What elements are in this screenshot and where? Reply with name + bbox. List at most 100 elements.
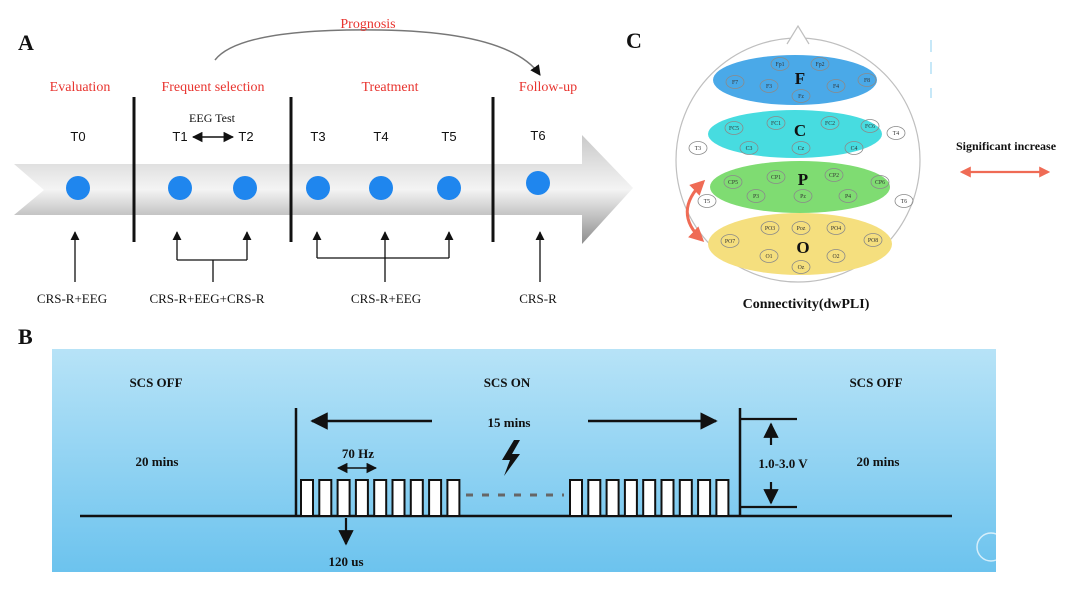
electrode-label: FC2 xyxy=(825,121,835,127)
stimulation-pulse xyxy=(715,479,730,517)
region-letter: O xyxy=(796,238,809,257)
electrode-marker xyxy=(720,234,740,248)
stimulation-pulse xyxy=(660,479,675,517)
timepoint-dot xyxy=(369,176,393,200)
timepoint-dot xyxy=(233,176,257,200)
panel-b-label: B xyxy=(18,324,33,349)
pulse-width-label: 120 us xyxy=(328,554,363,569)
electrode-marker xyxy=(810,57,830,71)
measure-label: CRS-R+EEG xyxy=(351,291,421,306)
electrode-marker xyxy=(857,73,877,87)
scs-off-right-label: SCS OFF xyxy=(849,375,902,390)
stimulation-pulse xyxy=(373,479,388,517)
stimulation-pulse xyxy=(697,479,712,517)
stimulation-pulse xyxy=(623,479,638,517)
voltage-indicator xyxy=(740,417,797,509)
timepoint-label: T6 xyxy=(530,128,545,143)
electrode-marker xyxy=(820,116,840,130)
panel-b-background xyxy=(52,349,996,572)
electrode-marker xyxy=(725,75,745,89)
electrode-label: CP2 xyxy=(829,173,839,179)
electrode-label: F4 xyxy=(833,84,839,90)
electrode-label: CP1 xyxy=(771,175,781,181)
electrode-marker xyxy=(826,79,846,93)
electrode-label: Fp2 xyxy=(815,62,824,68)
timepoint-label: T4 xyxy=(373,129,388,144)
stimulation-pulse xyxy=(391,479,406,517)
electrode-label: PO3 xyxy=(765,226,775,232)
stimulation-pulse xyxy=(569,479,583,517)
electrode-label: Cz xyxy=(798,146,805,152)
measure-arrows xyxy=(70,231,545,282)
electrode-marker xyxy=(894,194,914,208)
region-o xyxy=(708,213,892,275)
electrode-marker xyxy=(688,141,708,155)
timepoint-dot xyxy=(306,176,330,200)
electrode-label: F3 xyxy=(766,84,772,90)
watermark-mark xyxy=(976,532,1006,562)
electrode-label: CP6 xyxy=(875,180,885,186)
electrode-label: P4 xyxy=(845,194,851,200)
pulse-train xyxy=(300,479,730,517)
electrode-label: T5 xyxy=(704,199,711,205)
electrode-marker xyxy=(791,89,811,103)
region-p xyxy=(710,161,890,213)
electrode-marker xyxy=(844,141,864,155)
region-letter: C xyxy=(794,121,806,140)
electrode-marker xyxy=(770,57,790,71)
electrode-marker xyxy=(759,79,779,93)
electrode-marker xyxy=(886,126,906,140)
electrode-marker xyxy=(791,260,811,274)
electrode-marker xyxy=(838,189,858,203)
timepoint-dot xyxy=(526,171,550,195)
voltage-label: 1.0-3.0 V xyxy=(758,456,808,471)
stimulation-pulse xyxy=(605,479,620,517)
stimulation-pulse xyxy=(428,479,443,517)
duration-right: 20 mins xyxy=(857,454,900,469)
stimulation-pulse xyxy=(354,479,369,517)
significance-curve xyxy=(685,179,706,243)
electrode-marker xyxy=(759,249,779,263)
electrode-label: P3 xyxy=(753,194,759,200)
frequency-label: 70 Hz xyxy=(342,446,374,461)
duration-left: 20 mins xyxy=(136,454,179,469)
panel-a-label: A xyxy=(18,30,34,55)
electrode-label: T3 xyxy=(695,146,702,152)
electrode-label: Fz xyxy=(798,94,804,100)
measure-label: CRS-R+EEG xyxy=(37,291,107,306)
electrode-label: FC6 xyxy=(865,124,875,130)
electrode-label: Oz xyxy=(798,265,805,271)
electrode-marker xyxy=(826,249,846,263)
measure-label: CRS-R+EEG+CRS-R xyxy=(149,291,264,306)
electrode-marker xyxy=(766,116,786,130)
timepoint-label: T2 xyxy=(238,129,253,144)
stimulation-pulse xyxy=(587,479,602,517)
electrode-label: F8 xyxy=(864,78,870,84)
electrode-label: PO8 xyxy=(868,238,878,244)
electrode-label: Poz xyxy=(797,226,806,232)
electrode-marker xyxy=(746,189,766,203)
electrode-marker xyxy=(791,141,811,155)
duration-on: 15 mins xyxy=(488,415,531,430)
stimulation-pulse xyxy=(336,479,351,517)
stimulation-pulse xyxy=(300,479,314,517)
stimulation-pulse xyxy=(642,479,657,517)
electrode-marker xyxy=(860,119,880,133)
electrode-label: FC1 xyxy=(771,121,781,127)
stimulation-pulse xyxy=(446,479,461,517)
electrode-label: Fp1 xyxy=(775,62,784,68)
electrode-marker xyxy=(760,221,780,235)
stimulation-pulse xyxy=(409,479,424,517)
region-letter: P xyxy=(798,170,808,189)
electrode-label: O1 xyxy=(765,254,772,260)
legend-label: Significant increase xyxy=(956,139,1057,153)
electrode-label: C3 xyxy=(746,146,753,152)
electrode-marker xyxy=(724,121,744,135)
timepoint-label: T3 xyxy=(310,129,325,144)
phase-label: Treatment xyxy=(361,80,418,95)
prognosis-label: Prognosis xyxy=(340,17,395,32)
electrode-marker xyxy=(826,221,846,235)
timepoint-dot xyxy=(437,176,461,200)
